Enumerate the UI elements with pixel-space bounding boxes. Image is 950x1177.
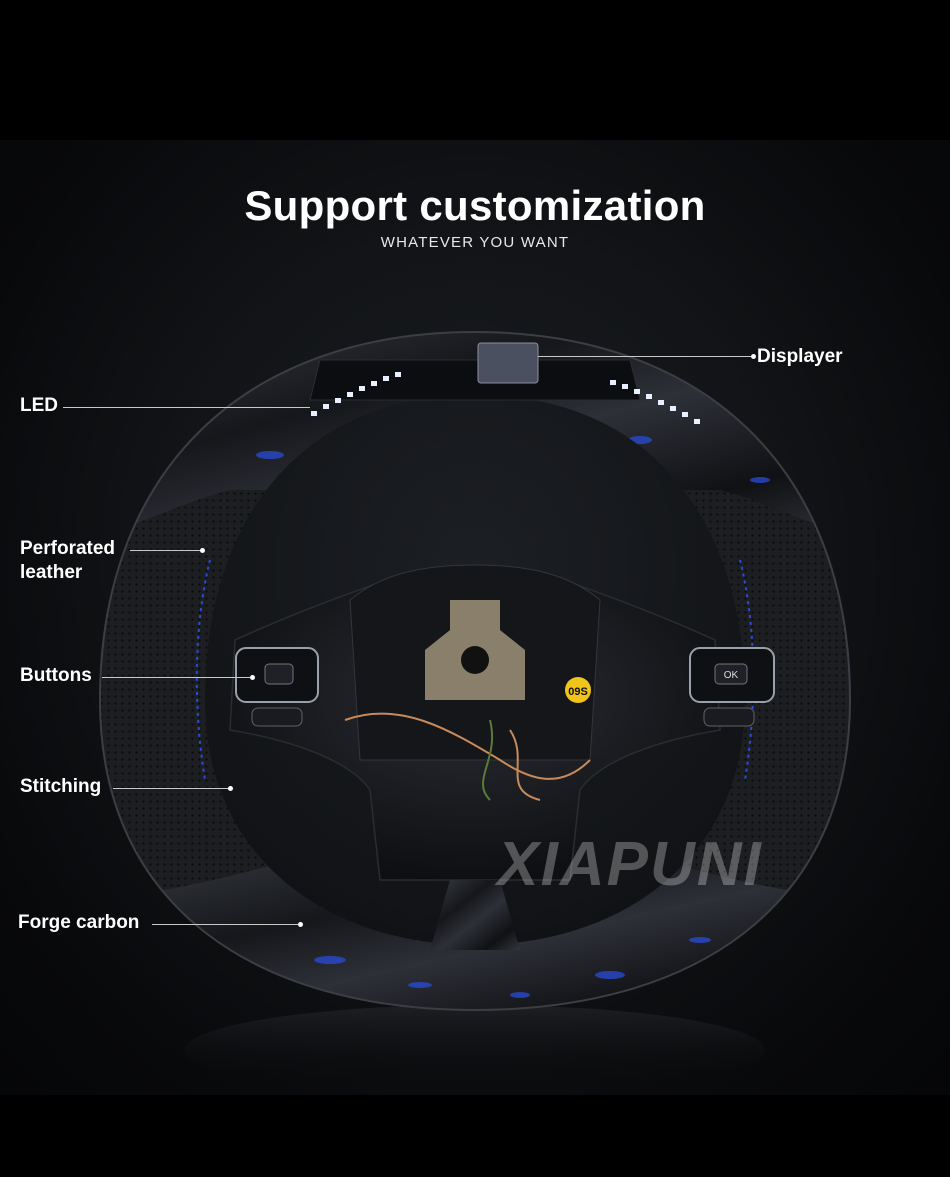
forge-carbon-leader-dot (298, 922, 303, 927)
stitching-leader-dot (228, 786, 233, 791)
right-button-cluster (689, 647, 775, 727)
top-black-band (0, 0, 950, 140)
wiring (344, 712, 591, 801)
led-strip-right (610, 380, 700, 424)
floor-reflection (185, 1005, 765, 1095)
bottom-black-band (0, 1095, 950, 1177)
center-bolt-hole (461, 646, 489, 674)
displayer-leader-dot (751, 354, 756, 359)
blue-carbon-flecks (256, 436, 770, 998)
perforated-leather-leader-dot (200, 548, 205, 553)
left-stitching (195, 559, 211, 781)
led-panel (309, 359, 641, 401)
forge-carbon-leader-line (152, 924, 300, 925)
part-badge (565, 677, 591, 703)
right-stitching (739, 559, 755, 781)
buttons-leader-dot (250, 675, 255, 680)
page-title: Support customization (244, 182, 706, 229)
digital-displayer (477, 342, 539, 384)
perforated-leather-label-line1: Perforated (20, 538, 116, 559)
perforated-leather-label-line2: leather (20, 562, 83, 583)
page-subtitle: WHATEVER YOU WANT (380, 234, 570, 251)
ok-button-text: OK (724, 670, 739, 681)
stitching-leader-line (113, 788, 230, 789)
buttons-label: Buttons (20, 665, 92, 686)
stitching-label: Stitching (20, 776, 102, 797)
buttons-leader-line (102, 677, 252, 678)
bottom-spoke (430, 880, 520, 950)
displayer-leader-line (538, 356, 752, 357)
left-button-cluster (235, 647, 319, 727)
perforated-leather-leader-line (130, 550, 202, 551)
led-leader-line (63, 407, 310, 408)
brand-watermark: XIAPUNI (494, 830, 762, 899)
led-label: LED (20, 395, 58, 416)
displayer-label: Displayer (757, 346, 843, 367)
rim-outline (98, 330, 852, 1012)
badge-text: 09S (568, 686, 588, 698)
led-strip-left (311, 372, 401, 416)
forge-carbon-label: Forge carbon (18, 912, 140, 933)
